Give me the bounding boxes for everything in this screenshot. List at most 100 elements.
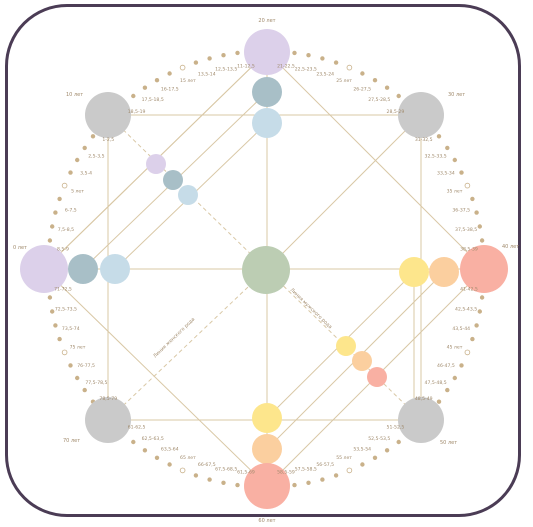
ring-age-label: 61-62,5	[128, 424, 146, 430]
ring-dot	[360, 71, 365, 76]
ring-dot	[436, 399, 442, 404]
ring-age-label: 42,5-43,5	[455, 306, 477, 312]
ring-age-label: 61,5-69	[237, 470, 255, 476]
ring-dot	[396, 93, 401, 99]
ring-age-label: 52,5-53,5	[368, 436, 390, 442]
ring-age-label: 15 лет	[180, 78, 196, 84]
ring-dot	[474, 210, 479, 215]
ring-dot	[50, 309, 55, 314]
ring-dot	[167, 71, 172, 76]
ring-age-label: 43,5-44	[452, 326, 470, 332]
ring-dot	[384, 448, 390, 453]
right-circle-yellow	[399, 257, 429, 287]
ring-dot	[75, 375, 80, 381]
diag-circle-violet	[146, 154, 166, 174]
ring-dot	[90, 134, 96, 139]
female-line-label: Линия женского рода	[152, 317, 196, 360]
ring-age-label: 22,5-23,5	[295, 67, 317, 73]
ring-age-label: 18,5-19	[128, 109, 146, 115]
ring-age-label: 1-2,5	[102, 137, 114, 143]
top-circle-teal	[252, 77, 282, 107]
ring-dot-hollow	[179, 467, 186, 474]
female-line	[107, 268, 268, 421]
ring-dot	[50, 224, 55, 229]
ring-age-label: 65 лет	[180, 455, 196, 461]
ring-age-label: 36-37,5	[452, 207, 470, 213]
ring-dot	[436, 134, 442, 139]
ring-dot-hollow	[179, 64, 186, 71]
ring-dot	[470, 336, 475, 342]
ring-age-label: 13,5-14	[198, 71, 216, 77]
ring-age-label: 58,5-59	[277, 470, 295, 476]
ring-age-label: 28,5-29	[387, 109, 405, 115]
ring-age-label: 12,5-13,5	[215, 67, 237, 73]
ring-dot-hollow	[464, 182, 471, 189]
ring-dot	[372, 78, 378, 83]
ring-dot	[396, 439, 401, 445]
ring-age-label: 56-57,5	[316, 462, 334, 468]
ring-dot-hollow	[61, 182, 68, 189]
ring-dot	[193, 60, 199, 65]
ring-dot	[75, 157, 80, 163]
age-top-label: 20 лет	[258, 18, 275, 24]
ring-dot	[53, 210, 58, 215]
left-circle-lightblue	[100, 254, 130, 284]
ring-age-label: 16-17,5	[161, 87, 179, 93]
ring-dot	[292, 50, 297, 56]
ring-age-label: 25 лет	[336, 78, 352, 84]
ring-dot	[154, 455, 160, 460]
ring-age-label: 66-67,5	[198, 462, 216, 468]
ring-dot	[53, 323, 58, 328]
ring-dot	[474, 323, 479, 328]
ring-dot	[477, 224, 482, 229]
ring-dot	[459, 363, 464, 368]
ring-dot-hollow	[464, 349, 471, 356]
male-line-label: Линия мужского рода	[289, 287, 333, 330]
bottom-circle-yellow	[252, 403, 282, 433]
ring-dot	[57, 196, 62, 202]
ring-dot	[477, 309, 482, 314]
ring-age-label: 11-12,5	[237, 64, 255, 70]
diag-circle-yellow	[336, 336, 356, 356]
ring-dot	[384, 85, 390, 90]
ring-age-label: 78,5-79	[99, 396, 117, 402]
ring-age-label: 72,5-73,5	[55, 306, 77, 312]
ring-age-label: 31-32,5	[415, 137, 433, 143]
ring-age-label: 17,5-18,5	[142, 97, 164, 103]
ring-age-label: 47,5-48,5	[425, 380, 447, 386]
ring-age-label: 46-47,5	[437, 363, 455, 369]
ring-age-label: 23,5-24	[316, 71, 334, 77]
ring-age-label: 71-72,5	[54, 287, 72, 293]
ring-dot	[306, 53, 311, 58]
ring-age-label: 57,5-58,5	[295, 467, 317, 473]
energy-circles	[20, 29, 508, 509]
ring-age-label: 21-22,5	[277, 64, 295, 70]
ring-dot	[68, 363, 73, 368]
ring-age-label: 38,5-39	[460, 247, 478, 253]
ring-age-label: 41-42,5	[460, 287, 478, 293]
ring-age-label: 8,5-9	[57, 247, 69, 253]
ring-dot	[445, 387, 450, 393]
ring-dot	[131, 93, 136, 99]
ring-dot	[333, 473, 339, 478]
ring-age-label: 53,5-54	[353, 447, 371, 453]
ring-age-label: 2,5-3,5	[88, 153, 104, 159]
ring-age-label: 55 лет	[336, 455, 352, 461]
ring-dot	[452, 375, 457, 381]
ring-dot	[221, 53, 226, 58]
ring-age-label: 6-7,5	[65, 207, 77, 213]
diag-circle-teal	[163, 170, 183, 190]
ring-dot	[167, 462, 172, 467]
ring-age-label: 48,5-49	[415, 396, 433, 402]
ring-dot-hollow	[346, 64, 353, 71]
ring-dot	[235, 50, 240, 56]
ring-dot	[193, 473, 199, 478]
ring-dot	[82, 145, 87, 151]
ring-age-label: 62,5-63,5	[142, 436, 164, 442]
ring-dot	[221, 480, 226, 485]
corner-circle-top-right	[398, 92, 444, 138]
right-circle-peach	[429, 257, 459, 287]
ring-dot	[320, 477, 325, 482]
ring-age-label: 63,5-64	[161, 447, 179, 453]
